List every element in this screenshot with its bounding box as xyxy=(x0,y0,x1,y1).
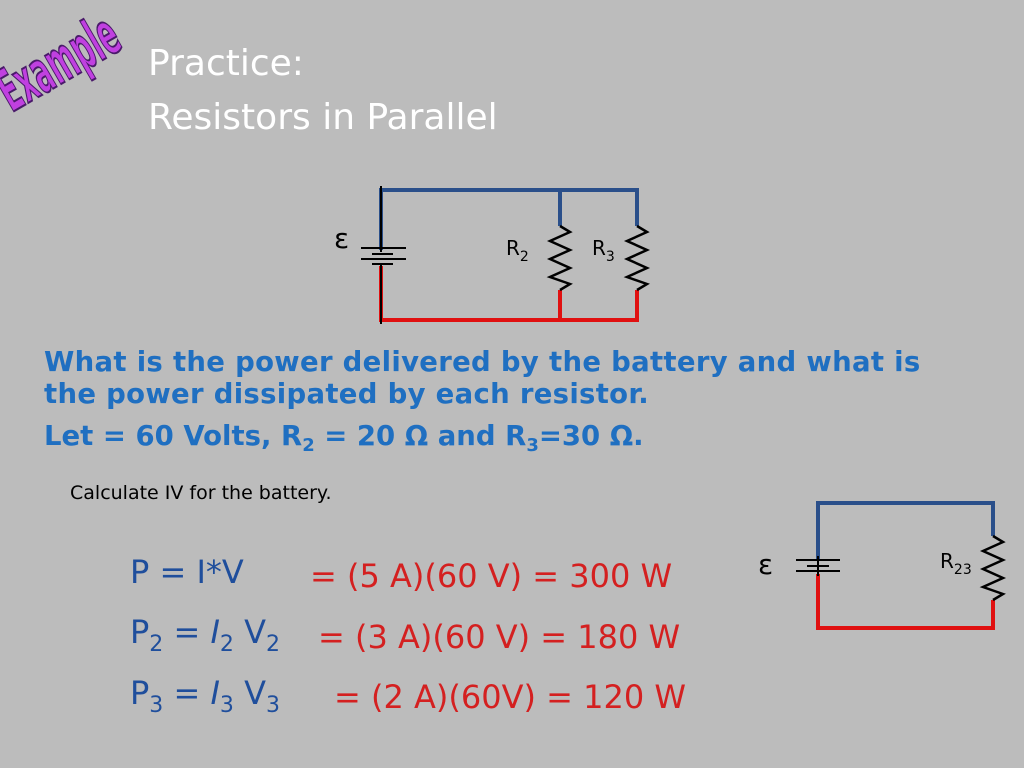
small-emf-symbol: ε xyxy=(758,548,773,581)
r23-label: R23 xyxy=(940,549,972,578)
example-badge: Example xyxy=(0,0,132,126)
equation-p2: P2 = I2 V2 xyxy=(130,613,280,657)
result-p3: = (2 A)(60V) = 120 W xyxy=(334,678,686,716)
result-total-power: = (5 A)(60 V) = 300 W xyxy=(310,557,673,595)
question-line-2: the power dissipated by each resistor. xyxy=(44,378,650,410)
ohm-symbol: Ω xyxy=(404,420,429,452)
main-circuit-red-wires xyxy=(379,266,639,322)
question-line-1: What is the power delivered by the batte… xyxy=(44,346,921,378)
result-p2: = (3 A)(60 V) = 180 W xyxy=(318,618,681,656)
emf-symbol: ε xyxy=(334,222,349,255)
question-given-values: Let = 60 Volts, R2 = 20 Ω and R3=30 Ω. xyxy=(44,420,644,456)
title-line-1: Practice: xyxy=(148,43,304,84)
r2-label: R2 xyxy=(506,236,529,265)
calculate-note: Calculate IV for the battery. xyxy=(70,482,332,504)
small-circuit-red-wires xyxy=(816,574,995,630)
ohm-symbol: Ω xyxy=(609,420,634,452)
r3-label: R3 xyxy=(592,236,615,265)
battery-icon xyxy=(361,186,406,324)
equation-total-power: P = I*V xyxy=(130,553,244,591)
resistor-r3-icon xyxy=(623,224,651,292)
small-circuit-blue-wires xyxy=(816,501,995,560)
resistor-r23-icon xyxy=(979,534,1007,602)
small-battery-icon xyxy=(796,556,840,576)
resistor-r2-icon xyxy=(546,224,574,292)
equation-p3: P3 = I3 V3 xyxy=(130,674,280,718)
title-line-2: Resistors in Parallel xyxy=(148,97,498,138)
